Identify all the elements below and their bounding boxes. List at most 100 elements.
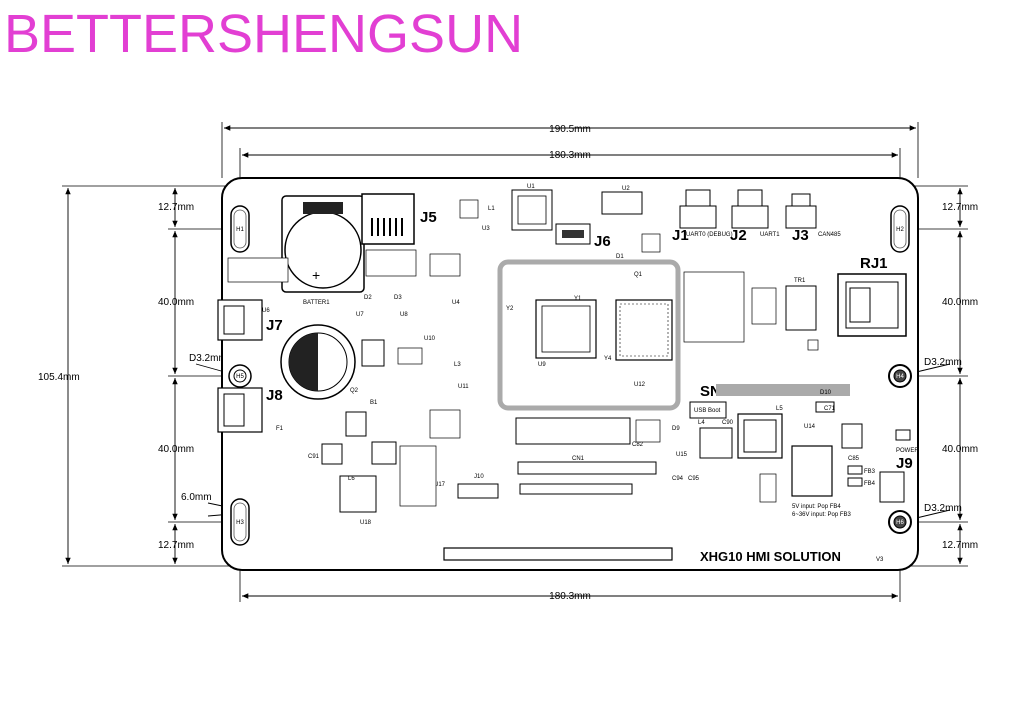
connector-j7: J7	[217, 299, 283, 341]
component-label-b1: B1	[370, 400, 378, 406]
dim-right-top-margin: 12.7mm	[942, 202, 978, 213]
component-label-u8: U8	[400, 312, 408, 318]
brand-watermark: BETTERSHENGSUN	[4, 4, 524, 64]
board-version: V3	[876, 557, 884, 563]
electrolytic-capacitor	[280, 324, 356, 400]
component-label-u14: U14	[804, 424, 816, 430]
component-label-c91: C91	[308, 454, 320, 460]
top-ics: U1 U2	[511, 184, 643, 231]
connector-label-j2: J2	[730, 227, 747, 244]
bottom-header-strip	[443, 547, 673, 561]
connector-j8: J8	[217, 387, 283, 433]
component-label-c82: C82	[632, 442, 644, 448]
hole-label-h1: H1	[236, 227, 244, 233]
component-label-c90: C90	[722, 420, 734, 426]
mounting-slot-h3	[230, 498, 250, 546]
transformer-tr1: TR1	[785, 278, 817, 331]
component-label-q1: Q1	[634, 272, 643, 278]
mounting-slot-h2	[890, 205, 910, 253]
component-label-l3: L3	[454, 362, 461, 368]
component-label-l6: L6	[348, 476, 355, 482]
dim-right-mid-lower: 40.0mm	[942, 444, 978, 455]
connector-label-j8: J8	[266, 387, 283, 404]
connector-label-j9: J9	[896, 455, 913, 472]
component-label-d3: D3	[394, 295, 402, 301]
component-label-u11: U11	[458, 384, 469, 390]
dim-overall-height: 105.4mm	[38, 372, 80, 383]
serial-number-area: SN USB Boot	[689, 383, 850, 419]
component-label-u7: U7	[356, 312, 364, 318]
component-label-u18: U18	[360, 520, 372, 526]
component-label-y1: Y1	[574, 296, 582, 302]
dim-right-bottom-margin: 12.7mm	[942, 540, 978, 551]
component-label-u4: U4	[452, 300, 460, 306]
component-label-u9: U9	[538, 362, 546, 368]
soc-module: U9 Y4 Y2	[497, 259, 681, 411]
connector-j5: J5	[361, 193, 437, 245]
component-label-u12: U12	[634, 382, 646, 388]
hole-label-h4: H4	[896, 374, 904, 380]
component-label-y4: Y4	[604, 356, 612, 362]
left-lower-ics: U18 L6 C91 U10	[308, 336, 436, 526]
dim-hole-dia-left: D3.2mm	[189, 353, 227, 364]
component-label-fb4: FB4	[864, 481, 876, 487]
connector-label-j1: J1	[672, 227, 689, 244]
component-label-u1: U1	[527, 184, 535, 190]
dim-left-top-margin: 12.7mm	[158, 202, 194, 213]
component-label-l5: L5	[776, 406, 783, 412]
component-label-u3: U3	[482, 226, 490, 232]
dim-hole-dia-right-upper: D3.2mm	[924, 357, 962, 368]
component-label-d10: D10	[820, 390, 832, 396]
hole-label-h5: H5	[236, 374, 244, 380]
component-label-u15: U15	[676, 452, 688, 458]
component-label-tr1: TR1	[794, 278, 806, 284]
component-label-c94: C94	[672, 476, 684, 482]
dim-left-mid-lower: 40.0mm	[158, 444, 194, 455]
usb-boot-label: USB Boot	[694, 408, 721, 414]
component-label-u10: U10	[424, 336, 436, 342]
connector-label-j6: J6	[594, 233, 611, 250]
dim-overall-width: 190.5mm	[549, 124, 591, 135]
hole-label-h2: H2	[896, 227, 904, 233]
component-label-d1: D1	[616, 254, 624, 260]
uart0-label: UART0 (DEBUG)	[686, 232, 733, 238]
power-label: POWER	[896, 448, 919, 454]
component-label-u17: U17	[434, 482, 446, 488]
component-label-q2: Q2	[350, 388, 359, 394]
connector-j6: J6	[555, 223, 611, 250]
board-title: XHG10 HMI SOLUTION	[700, 549, 841, 564]
dim-hole-dia-right-lower: D3.2mm	[924, 503, 962, 514]
component-label-c71: C71	[824, 406, 836, 412]
battery-label: BATTER1	[303, 300, 330, 306]
power-note-2: 6~36V input: Pop FB3	[792, 512, 852, 518]
dimension-arrows	[65, 125, 963, 599]
component-label-l4: L4	[698, 420, 705, 426]
component-label-u2: U2	[622, 186, 630, 192]
hole-label-h3: H3	[236, 520, 244, 526]
connector-label-j5: J5	[420, 209, 437, 226]
component-label-d9: D9	[672, 426, 680, 432]
connector-label-j7: J7	[266, 317, 283, 334]
dim-hole-span-bottom: 180.3mm	[549, 591, 591, 602]
sn-label: SN	[700, 383, 721, 400]
component-label-l1: L1	[488, 206, 495, 212]
component-label-c85: C85	[848, 456, 860, 462]
dim-hole-span-top: 180.3mm	[549, 150, 591, 161]
can-label: CAN485	[818, 232, 841, 238]
connector-label-j10: J10	[474, 474, 484, 480]
power-note-1: 5V input: Pop FB4	[792, 504, 841, 510]
passive-components	[227, 199, 819, 507]
dim-slot-width: 6.0mm	[181, 492, 212, 503]
component-label-y2: Y2	[506, 306, 514, 312]
connector-label-rj1: RJ1	[860, 255, 888, 272]
svg-text:+: +	[312, 267, 320, 283]
dim-right-mid-upper: 40.0mm	[942, 297, 978, 308]
component-label-c95: C95	[688, 476, 700, 482]
component-label-d2: D2	[364, 295, 372, 301]
connector-label-j3: J3	[792, 227, 809, 244]
component-label-fb3: FB3	[864, 469, 876, 475]
dim-left-bottom-margin: 12.7mm	[158, 540, 194, 551]
connector-rj1: RJ1	[837, 255, 907, 337]
mounting-holes: H1 H2 H3 H5 H4 H6	[228, 205, 912, 546]
